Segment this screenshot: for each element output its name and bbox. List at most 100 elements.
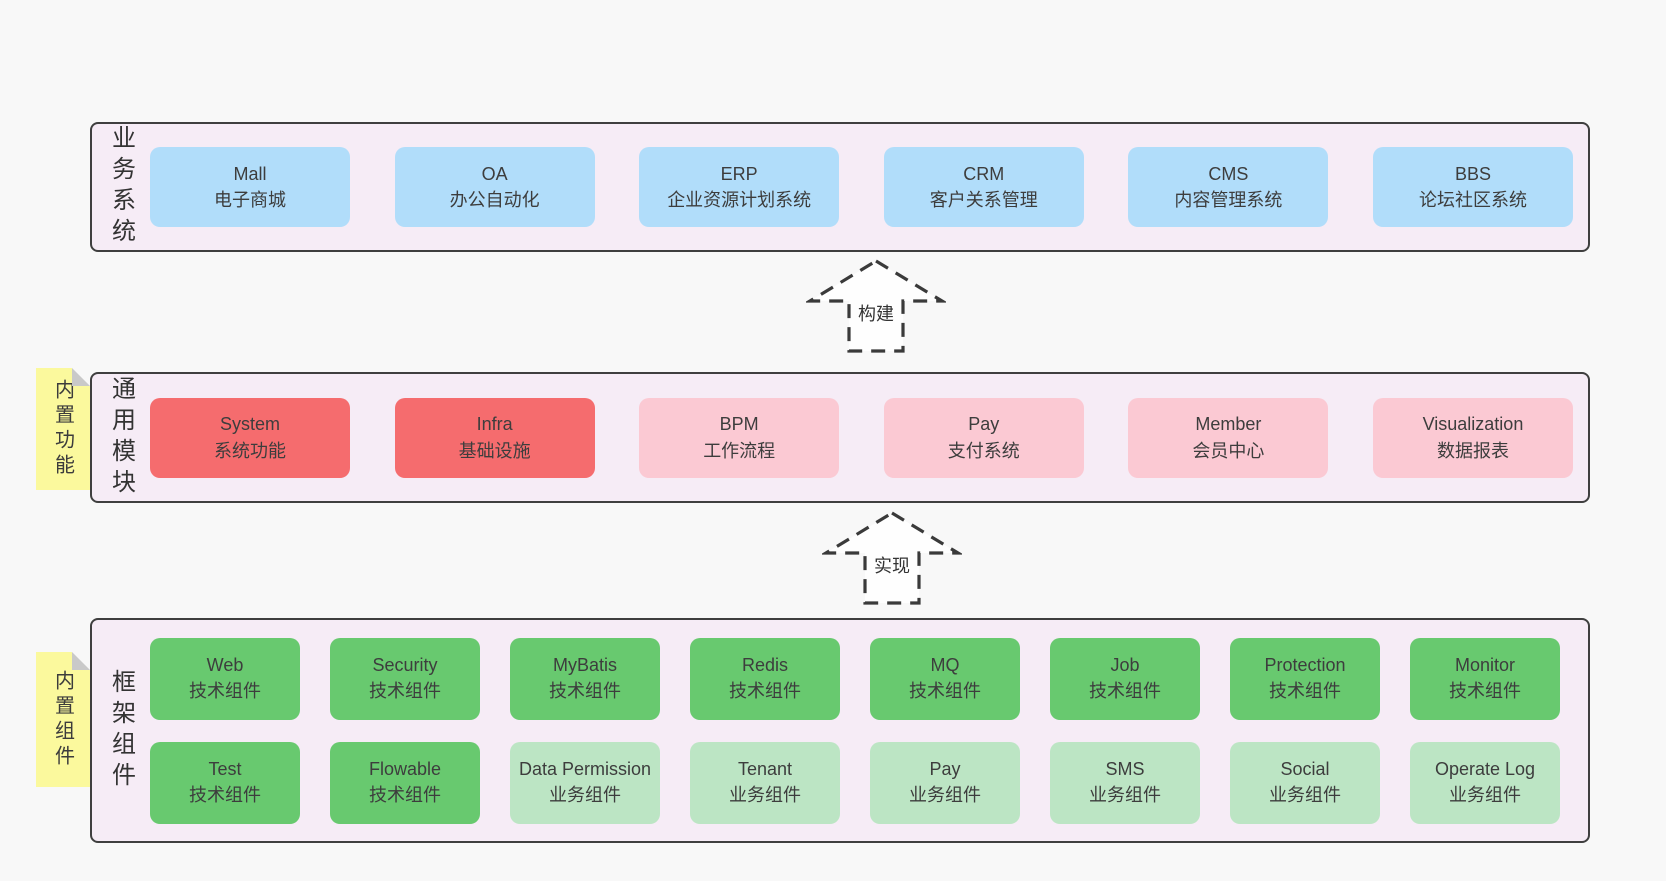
box-visualization: Visualization 数据报表 — [1372, 397, 1573, 478]
box-desc: 技术组件 — [189, 784, 261, 805]
box-operate-log: Operate Log 业务组件 — [1410, 741, 1560, 824]
box-name: Security — [372, 655, 438, 676]
sticky-note-built-in-components: 内置组件 — [36, 652, 90, 787]
box-name: Visualization — [1422, 414, 1524, 435]
box-desc: 基础设施 — [458, 440, 531, 461]
box-name: Job — [1110, 655, 1140, 676]
box-desc: 技术组件 — [369, 784, 441, 805]
box-name: Pay — [929, 759, 961, 780]
box-desc: 技术组件 — [549, 680, 621, 701]
box-member: Member 会员中心 — [1128, 397, 1329, 478]
box-system: System 系统功能 — [150, 397, 350, 478]
box-name: CMS — [1208, 163, 1249, 184]
box-mybatis: MyBatis 技术组件 — [510, 637, 660, 720]
box-oa: OA 办公自动化 — [394, 147, 595, 227]
box-name: SMS — [1105, 759, 1145, 780]
sticky-note-built-in-features: 内置功能 — [36, 368, 90, 490]
box-desc: 客户关系管理 — [929, 190, 1038, 210]
box-name: Data Permission — [518, 759, 652, 780]
box-name: Test — [208, 759, 242, 780]
box-name: Web — [206, 655, 244, 676]
box-mq: MQ 技术组件 — [870, 637, 1020, 720]
box-web: Web 技术组件 — [150, 637, 300, 720]
box-tenant: Tenant 业务组件 — [690, 741, 840, 824]
box-name: CRM — [963, 163, 1005, 184]
box-monitor: Monitor 技术组件 — [1410, 637, 1560, 720]
box-name: Operate Log — [1434, 759, 1536, 780]
box-desc: 技术组件 — [909, 680, 981, 701]
box-desc: 技术组件 — [1089, 680, 1161, 701]
box-protection: Protection 技术组件 — [1230, 637, 1380, 720]
box-desc: 办公自动化 — [449, 190, 540, 210]
box-name: MyBatis — [552, 655, 617, 676]
box-name: Tenant — [737, 759, 793, 780]
business-systems-boxes: Mall 电子商城 OA 办公自动化 ERP 企业资源计划系统 CRM 客户关系… — [150, 124, 1588, 250]
box-job: Job 技术组件 — [1050, 637, 1200, 720]
box-flowable: Flowable 技术组件 — [330, 741, 480, 824]
box-desc: 论坛社区系统 — [1418, 190, 1527, 210]
box-desc: 业务组件 — [549, 784, 621, 805]
box-name: Member — [1195, 414, 1262, 435]
box-data-permission: Data Permission 业务组件 — [510, 741, 660, 824]
box-name: BPM — [719, 414, 759, 435]
box-name: System — [219, 414, 280, 435]
box-desc: 技术组件 — [1449, 680, 1521, 701]
box-name: Mall — [233, 163, 267, 184]
box-name: Flowable — [368, 759, 442, 780]
band-business-systems: 业务系统 Mall 电子商城 OA 办公自动化 ERP 企业资源计划系统 CRM… — [90, 122, 1590, 252]
box-desc: 业务组件 — [1449, 784, 1521, 805]
box-name: OA — [481, 163, 508, 184]
box-desc: 业务组件 — [909, 784, 981, 805]
framework-components-row-2: Test 技术组件 Flowable 技术组件 Data Permission … — [150, 741, 1560, 824]
box-redis: Redis 技术组件 — [690, 637, 840, 720]
box-erp: ERP 企业资源计划系统 — [639, 147, 840, 227]
box-pay-component: Pay 业务组件 — [870, 741, 1020, 824]
box-bpm: BPM 工作流程 — [639, 397, 840, 478]
box-name: Redis — [741, 655, 789, 676]
box-test: Test 技术组件 — [150, 741, 300, 824]
box-name: Monitor — [1454, 655, 1516, 676]
box-bbs: BBS 论坛社区系统 — [1372, 147, 1573, 227]
box-desc: 业务组件 — [1089, 784, 1161, 805]
arrow-implement-label: 实现 — [871, 552, 913, 578]
box-desc: 业务组件 — [1269, 784, 1341, 805]
band-common-modules: 通用模块 System 系统功能 Infra 基础设施 BPM 工作流程 Pay… — [90, 372, 1590, 503]
box-desc: 数据报表 — [1436, 440, 1509, 461]
box-name: Protection — [1264, 655, 1346, 676]
box-desc: 技术组件 — [1269, 680, 1341, 701]
box-desc: 工作流程 — [703, 440, 776, 461]
box-desc: 支付系统 — [947, 440, 1020, 461]
box-name: MQ — [930, 655, 960, 676]
box-security: Security 技术组件 — [330, 637, 480, 720]
box-crm: CRM 客户关系管理 — [883, 147, 1084, 227]
box-desc: 技术组件 — [189, 680, 261, 701]
arrow-implement: 实现 — [822, 510, 962, 606]
box-desc: 内容管理系统 — [1174, 190, 1283, 210]
box-desc: 企业资源计划系统 — [667, 190, 812, 210]
box-social: Social 业务组件 — [1230, 741, 1380, 824]
box-mall: Mall 电子商城 — [150, 147, 350, 227]
box-desc: 技术组件 — [729, 680, 801, 701]
band-framework-components: 框架组件 Web 技术组件 Security 技术组件 MyBatis 技术组件… — [90, 618, 1590, 843]
box-name: Infra — [476, 414, 513, 435]
box-infra: Infra 基础设施 — [394, 397, 595, 478]
box-name: Social — [1280, 759, 1330, 780]
box-name: ERP — [720, 163, 758, 184]
box-desc: 会员中心 — [1192, 440, 1265, 461]
box-desc: 系统功能 — [214, 440, 286, 461]
framework-components-row-1: Web 技术组件 Security 技术组件 MyBatis 技术组件 Redi… — [150, 637, 1560, 720]
box-desc: 业务组件 — [729, 784, 801, 805]
box-cms: CMS 内容管理系统 — [1128, 147, 1329, 227]
sticky-note-label: 内置组件 — [51, 669, 74, 770]
framework-components-boxes: Web 技术组件 Security 技术组件 MyBatis 技术组件 Redi… — [150, 620, 1588, 841]
box-sms: SMS 业务组件 — [1050, 741, 1200, 824]
box-desc: 电子商城 — [214, 190, 286, 210]
box-pay-module: Pay 支付系统 — [883, 397, 1084, 478]
band-label-framework-components: 框架组件 — [107, 668, 135, 793]
box-name: BBS — [1454, 163, 1491, 184]
box-name: Pay — [968, 414, 1000, 435]
arrow-build: 构建 — [806, 258, 946, 354]
band-label-common-modules: 通用模块 — [107, 375, 135, 500]
common-modules-boxes: System 系统功能 Infra 基础设施 BPM 工作流程 Pay 支付系统… — [150, 374, 1588, 501]
